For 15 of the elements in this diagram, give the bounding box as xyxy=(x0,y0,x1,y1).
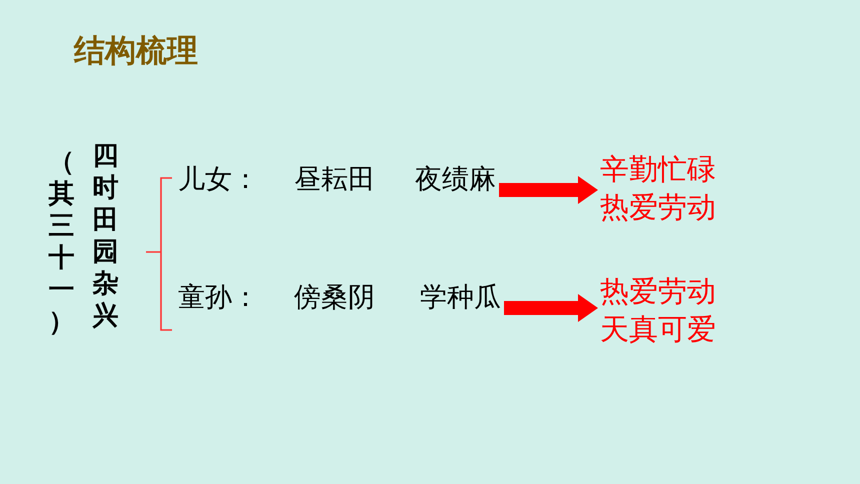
phrase: 昼耘田 xyxy=(294,163,375,197)
phrase: 学种瓜 xyxy=(420,281,501,315)
row-label: 儿女： xyxy=(178,163,259,197)
summary-text: 热爱劳动 xyxy=(600,273,717,310)
block-arrow xyxy=(504,294,598,322)
phrase: 夜绩麻 xyxy=(415,163,496,197)
title: 结构梳理 xyxy=(74,32,198,71)
phrase: 傍桑阴 xyxy=(294,281,375,315)
poem-title: 四时田园杂兴 xyxy=(92,140,119,332)
summary-text: 热爱劳动 xyxy=(600,189,717,226)
block-arrow xyxy=(499,176,598,204)
row-label: 童孙： xyxy=(178,281,259,315)
poem-number: （其三十一） xyxy=(48,146,75,338)
summary-text: 天真可爱 xyxy=(600,311,717,348)
summary-text: 辛勤忙碌 xyxy=(600,151,717,188)
